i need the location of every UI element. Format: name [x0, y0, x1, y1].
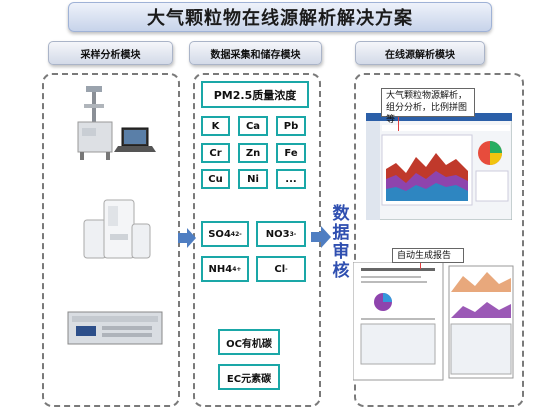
callout-pointer: [398, 117, 399, 131]
element-box: Ca: [238, 116, 268, 136]
ion-box-cl: Cl-: [256, 256, 306, 282]
element-box: Cu: [201, 169, 230, 189]
auto-report-callout: 自动生成报告: [392, 248, 464, 263]
data-audit-label: 数 据 审 核: [332, 204, 350, 281]
sampler-instrument-illustration: [77, 86, 156, 160]
arrow-right-icon: [178, 228, 196, 248]
element-box: Cr: [201, 143, 230, 163]
element-box: ...: [276, 169, 306, 189]
source-analysis-callout: 大气颗粒物源解析，组分分析，比例拼图等: [381, 88, 475, 125]
module-header-analysis: 在线源解析模块: [355, 41, 485, 65]
oc-box: OC有机碳: [218, 329, 280, 355]
rack-instrument-illustration: [67, 311, 163, 345]
module-header-storage: 数据采集和储存模块: [189, 41, 322, 65]
page-title: 大气颗粒物在线源解析解决方案: [68, 2, 492, 32]
report-illustration: [353, 262, 514, 381]
element-box: Ni: [238, 169, 268, 189]
arrow-right-icon: [311, 226, 331, 248]
element-box: K: [201, 116, 230, 136]
pm25-box: PM2.5质量浓度: [201, 81, 309, 108]
module-header-sampling: 采样分析模块: [48, 41, 173, 65]
element-box: Pb: [276, 116, 306, 136]
element-box: Fe: [276, 143, 306, 163]
analyzer-instrument-illustration: [83, 199, 151, 259]
software-screenshot-illustration: [366, 113, 512, 220]
callout-pointer: [420, 263, 421, 269]
analysis-panel: [354, 73, 524, 407]
element-box: Zn: [238, 143, 268, 163]
ec-box: EC元素碳: [218, 364, 280, 390]
